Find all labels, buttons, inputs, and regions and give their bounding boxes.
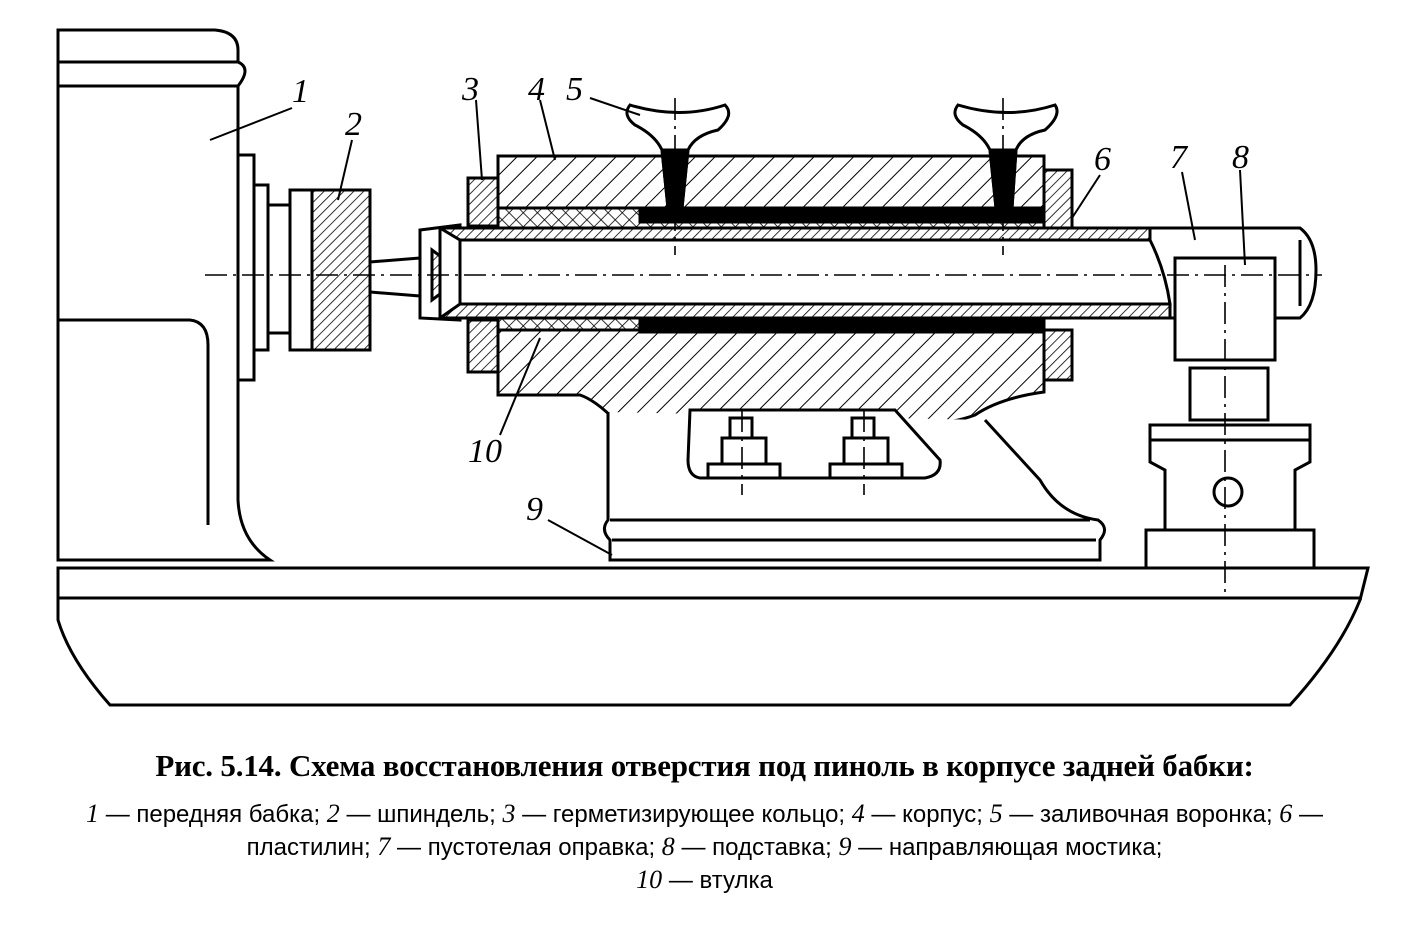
legend-text: — направляющая мостика;: [851, 834, 1163, 861]
callout-5: 5: [566, 71, 583, 108]
compound-upper: [638, 206, 1046, 224]
compound-lower: [638, 318, 1046, 334]
sealing-ring-right: [1042, 168, 1074, 230]
legend-number: 1: [86, 799, 100, 828]
callout-2: 2: [345, 106, 362, 143]
legend-number: 10: [636, 865, 663, 894]
filling-funnel-left: [625, 103, 731, 210]
spindle: [288, 188, 462, 352]
legend-text: — корпус;: [864, 801, 990, 828]
callout-6: 6: [1094, 141, 1111, 178]
legend-number: 4: [851, 799, 865, 828]
legend-number: 9: [838, 832, 852, 861]
legend-number: 2: [326, 799, 340, 828]
leader-6: [1071, 174, 1101, 219]
figure-caption-legend: 1 — передняя бабка; 2 — шпиндель; 3 — ге…: [40, 798, 1369, 897]
callout-8: 8: [1232, 139, 1249, 176]
legend-number: 5: [989, 799, 1003, 828]
legend-number: 8: [661, 832, 675, 861]
legend-number: 7: [377, 832, 391, 861]
legend-text: — шпиндель;: [339, 801, 503, 828]
sealing-ring-left-lower: [466, 318, 500, 374]
leader-4: [539, 99, 556, 161]
leader-3: [475, 99, 483, 181]
sealing-ring-right-lower: [1042, 328, 1074, 382]
leader-9: [547, 519, 613, 556]
leader-7: [1181, 171, 1196, 241]
bridge-guide: [603, 408, 1106, 562]
leader-2: [337, 139, 353, 201]
legend-text: — заливочная воронка;: [1002, 801, 1280, 828]
legend-number: 6: [1279, 799, 1293, 828]
machine-bed: [56, 566, 1370, 707]
figure-caption-title: Рис. 5.14. Схема восстановления отверсти…: [155, 748, 1254, 783]
legend-text: — подставка;: [674, 834, 839, 861]
callout-3: 3: [461, 71, 479, 108]
leader-1: [209, 107, 293, 141]
callout-4: 4: [528, 71, 545, 108]
legend-number: 3: [502, 799, 516, 828]
callout-1: 1: [292, 73, 309, 110]
callout-9: 9: [526, 491, 543, 528]
leader-8: [1239, 169, 1246, 266]
callout-10: 10: [468, 433, 502, 470]
leader-5: [589, 97, 641, 116]
legend-text: — пустотелая оправка;: [390, 834, 662, 861]
legend-text: — втулка: [662, 867, 773, 894]
legend-text: — пластилин;: [246, 801, 1323, 861]
legend-text: — герметизирующее кольцо;: [515, 801, 852, 828]
leader-10: [499, 337, 541, 436]
headstock: [56, 28, 292, 562]
legend-text: — передняя бабка;: [99, 801, 327, 828]
sealing-ring-left: [466, 176, 500, 228]
callout-7: 7: [1170, 139, 1189, 176]
technical-drawing: 1 2 3 4 5 6 7 8 9 10: [56, 28, 1370, 707]
hollow-mandrel: [434, 226, 1318, 320]
